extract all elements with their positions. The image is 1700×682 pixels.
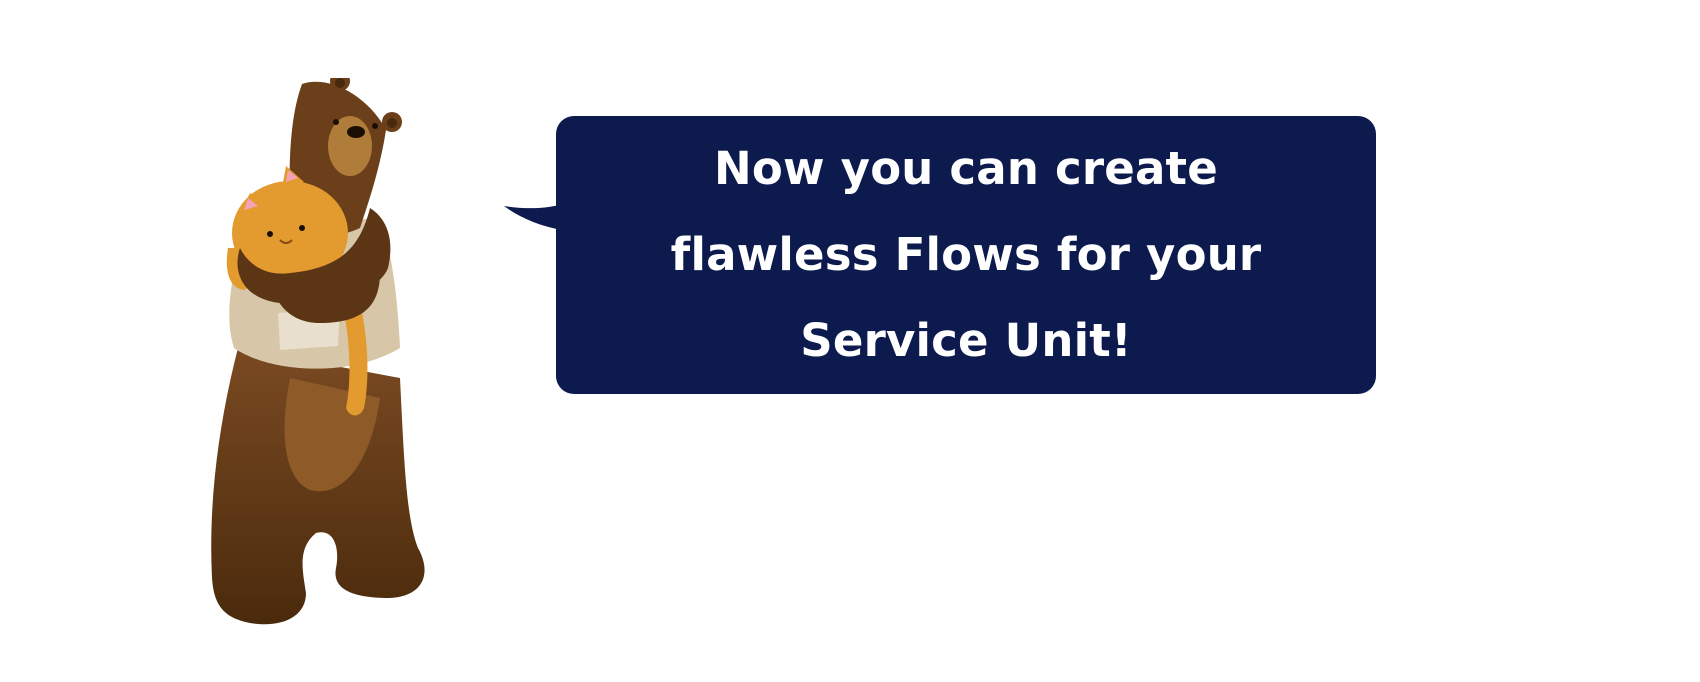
bear-arm <box>237 208 391 304</box>
bubble-message: Now you can create flawless Flows for yo… <box>670 142 1262 367</box>
speech-bubble: Now you can create flawless Flows for yo… <box>500 116 1380 396</box>
bear-holding-cat-illustration <box>210 71 470 668</box>
mascot-svg <box>211 71 425 625</box>
speech-bubble-box: Now you can create flawless Flows for yo… <box>556 116 1376 394</box>
speech-bubble-tail <box>504 204 562 230</box>
